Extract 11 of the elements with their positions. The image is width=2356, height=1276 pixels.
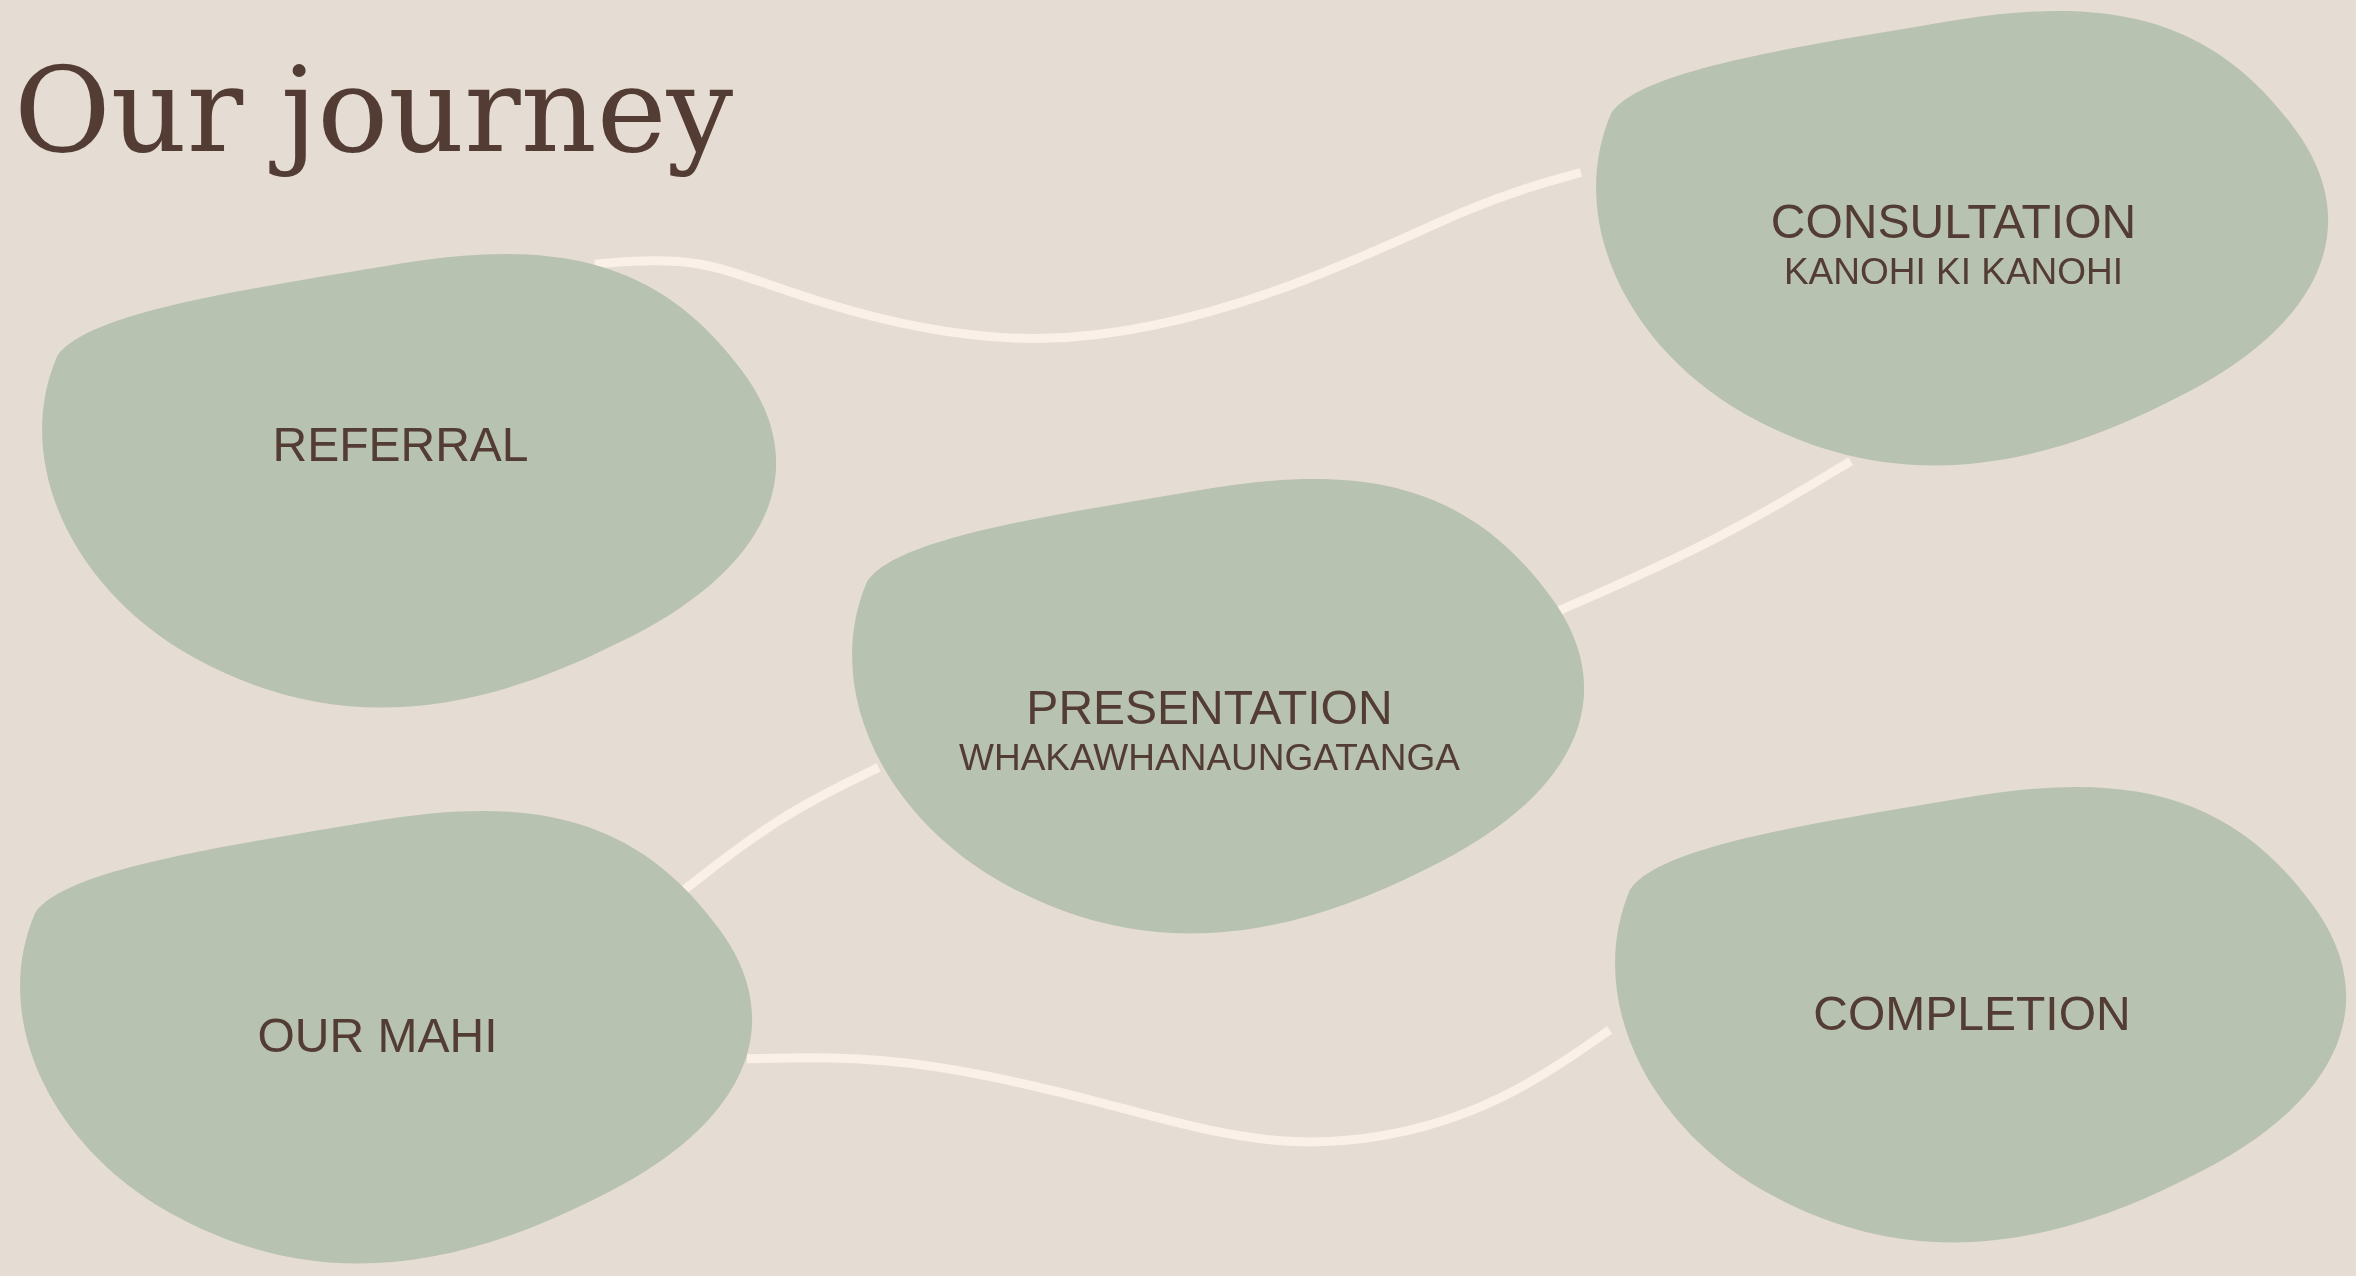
stage-subtitle: WHAKAWHANAUNGATANGA xyxy=(959,736,1460,781)
stage-title: CONSULTATION xyxy=(1770,194,2137,250)
stage-title: OUR MAHI xyxy=(257,1008,498,1064)
connector-line xyxy=(680,763,881,895)
stage-title: COMPLETION xyxy=(1813,986,2131,1042)
stage-subtitle: KANOHI KI KANOHI xyxy=(1783,250,2124,295)
connector-line xyxy=(594,168,1583,343)
stage-title: REFERRAL xyxy=(272,417,529,473)
stage-title: PRESENTATION xyxy=(1026,680,1393,736)
connector-line xyxy=(746,1026,1613,1147)
title: Our journey xyxy=(14,40,734,181)
